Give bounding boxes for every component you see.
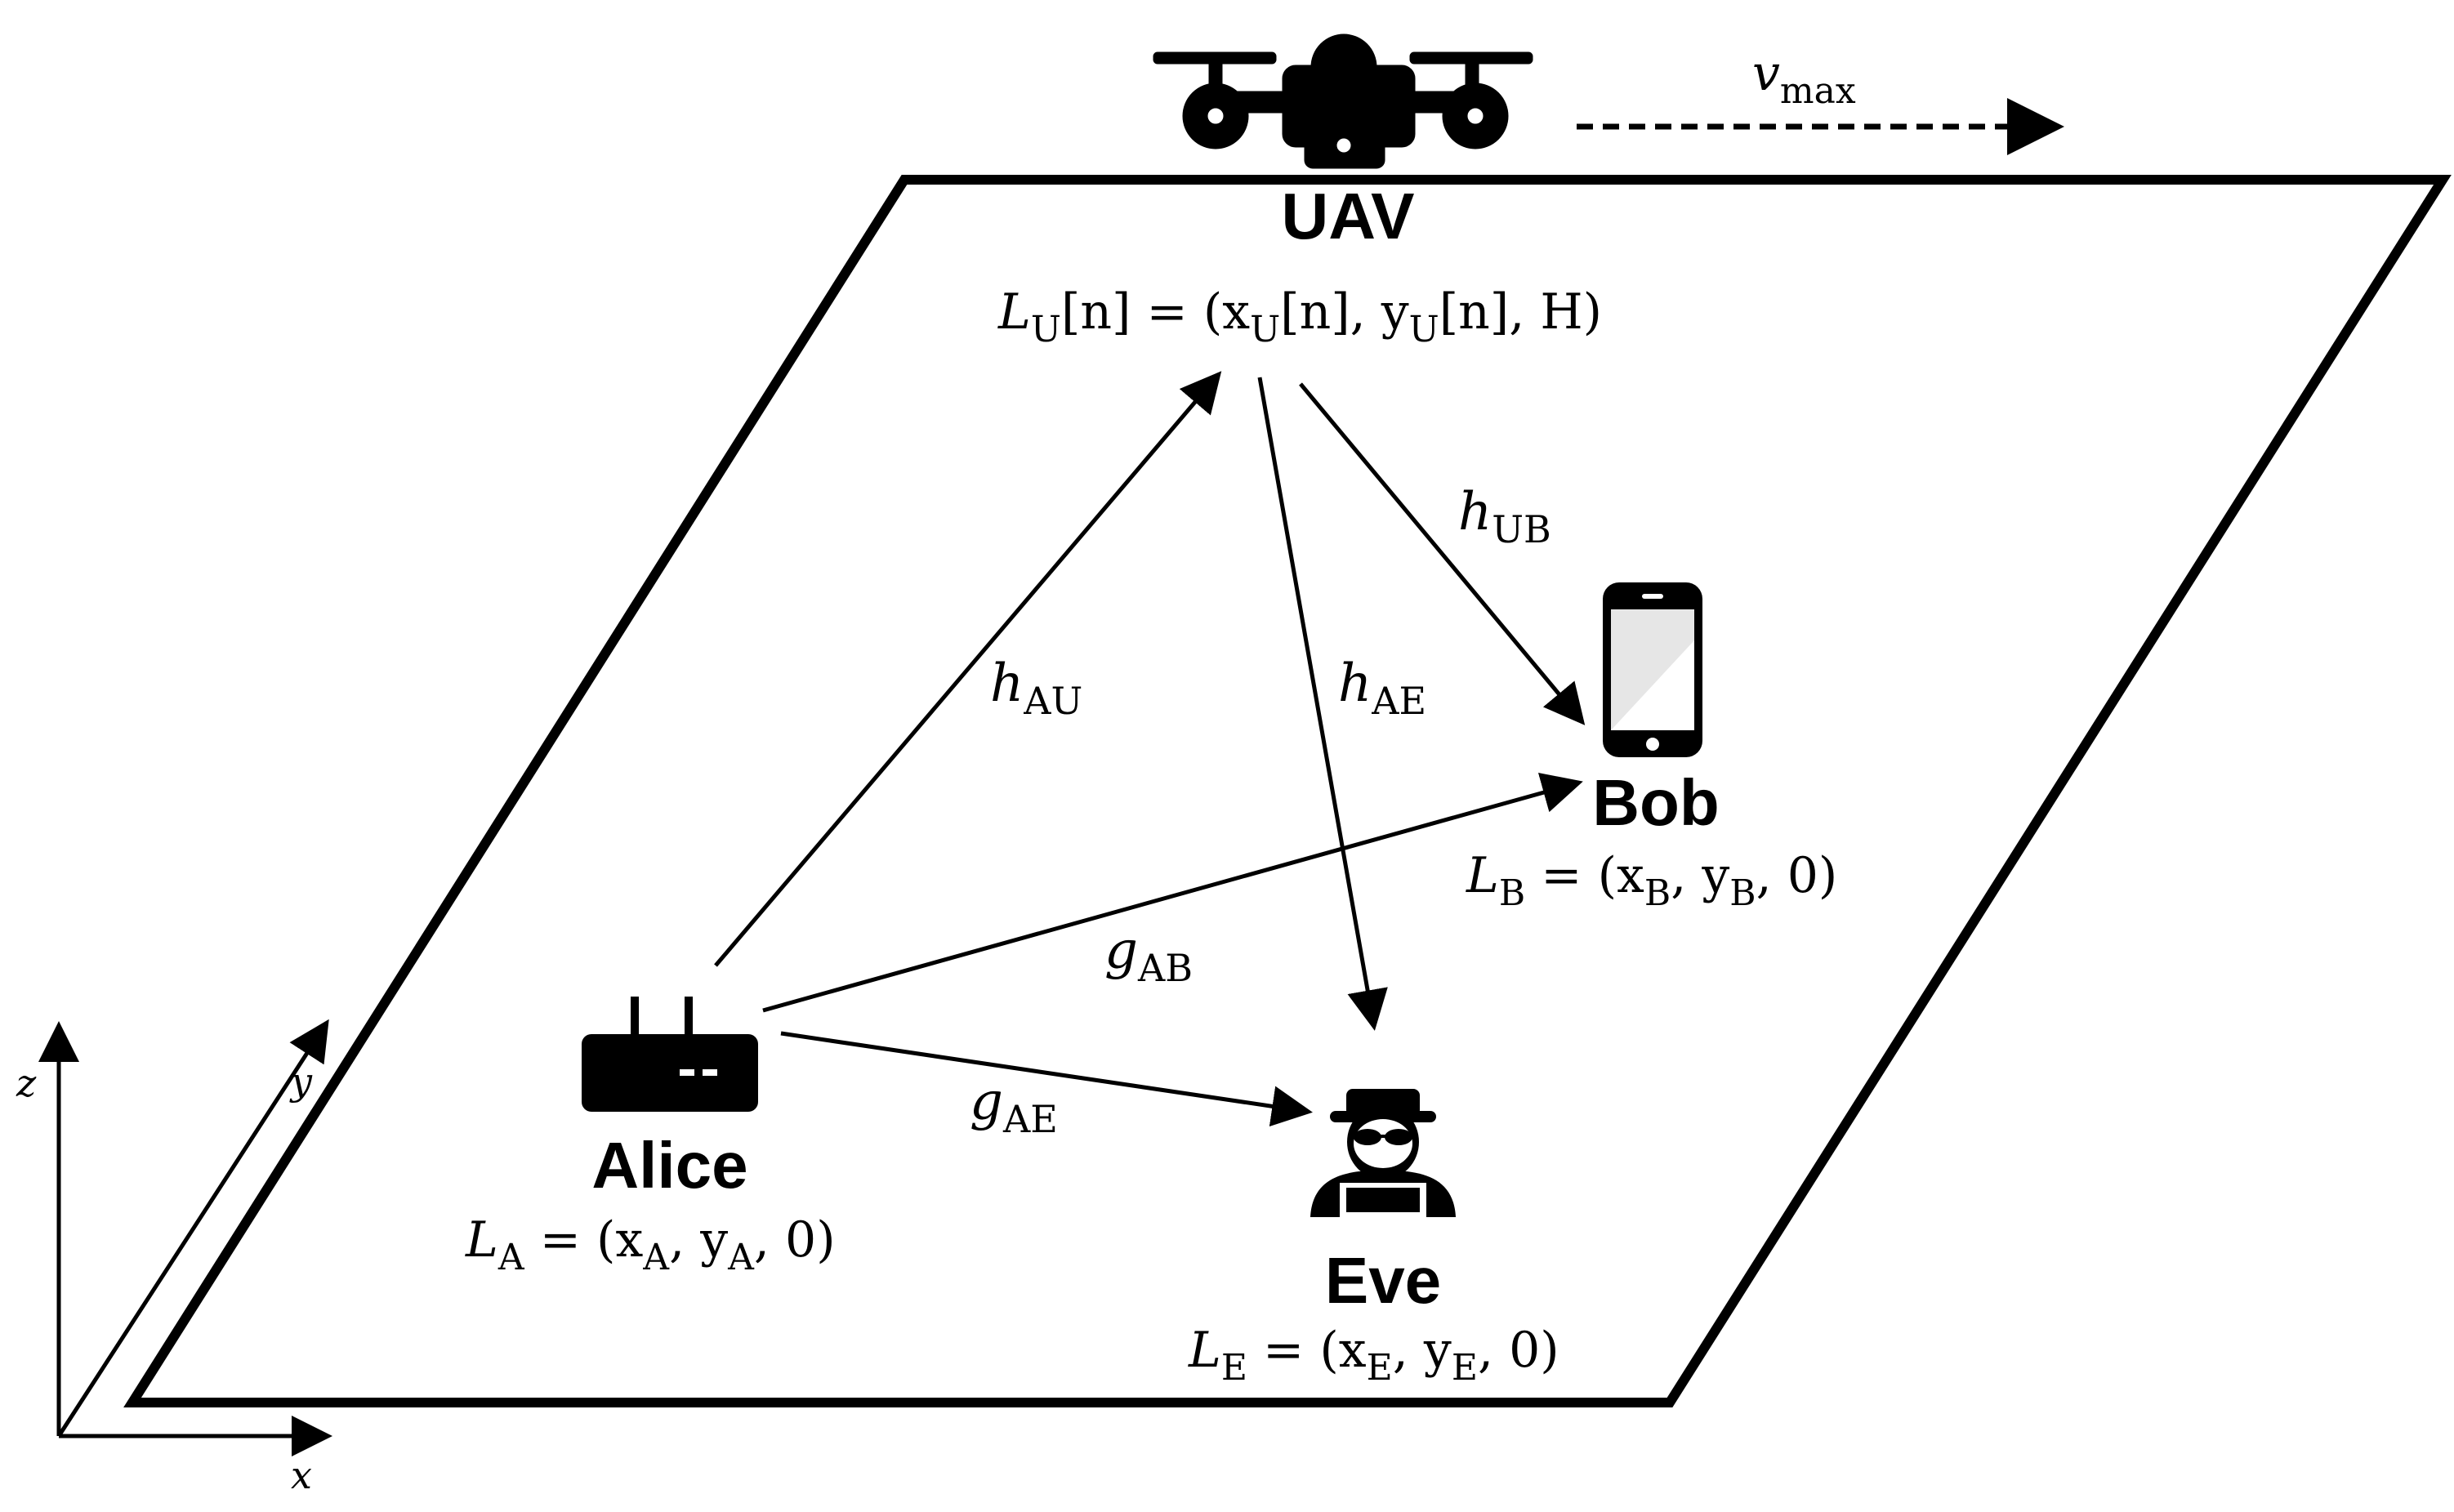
link-alice-to-bob bbox=[762, 773, 1583, 1013]
channel-label-h-au: hAU bbox=[990, 653, 1082, 723]
hacker-icon bbox=[1310, 1089, 1456, 1217]
channel-label-h-ub: hUB bbox=[1458, 482, 1551, 551]
alice-label: Alice bbox=[591, 1129, 747, 1202]
uav-location-formula: LU[n] = (xU[n], yU[n], H) bbox=[997, 283, 1602, 350]
alice-location-formula: LA = (xA, yA, 0) bbox=[465, 1211, 836, 1278]
uav-speed-label: vmax bbox=[1752, 45, 1856, 112]
link-alice-to-uav bbox=[714, 371, 1222, 967]
x-axis-label: x bbox=[291, 1453, 312, 1497]
coordinate-axes: z x y bbox=[16, 1019, 332, 1497]
channel-label-g-ab: gAB bbox=[1104, 921, 1193, 990]
ground-plane bbox=[123, 175, 2452, 1407]
link-uav-to-eve bbox=[1257, 377, 1388, 1031]
channel-label-g-ae: gAE bbox=[970, 1072, 1058, 1141]
eve-location-formula: LE = (xE, yE, 0) bbox=[1188, 1322, 1559, 1389]
drone-icon bbox=[1153, 33, 1533, 169]
channel-links bbox=[714, 371, 1586, 1127]
link-uav-to-bob bbox=[1299, 382, 1586, 725]
smartphone-icon bbox=[1603, 582, 1702, 757]
uav-label: UAV bbox=[1282, 180, 1415, 252]
router-icon bbox=[582, 997, 758, 1112]
y-axis bbox=[56, 1019, 329, 1438]
link-alice-to-eve bbox=[780, 1031, 1313, 1127]
z-axis-label: z bbox=[16, 1061, 37, 1105]
bob-label: Bob bbox=[1592, 766, 1720, 839]
bob-location-formula: LB = (xB, yB, 0) bbox=[1466, 847, 1837, 914]
y-axis-label: y bbox=[289, 1059, 313, 1104]
eve-label: Eve bbox=[1325, 1244, 1441, 1317]
channel-label-h-ae: hAE bbox=[1338, 653, 1426, 723]
